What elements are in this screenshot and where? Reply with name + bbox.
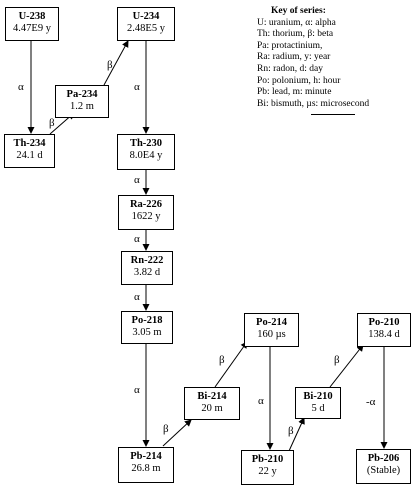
nuclide-pa234: Pa-234 1.2 m bbox=[55, 85, 109, 118]
nuclide-po210: Po-210 138.4 d bbox=[357, 313, 411, 347]
nuclide-symbol: Po-214 bbox=[256, 317, 287, 328]
nuclide-u238: U-238 4.47E9 y bbox=[5, 7, 59, 41]
nuclide-th230: Th-230 8.0E4 y bbox=[117, 134, 175, 170]
key-entry: Ra: radium, y: year bbox=[257, 52, 331, 63]
arrow-pb214-bi214 bbox=[162, 419, 192, 447]
nuclide-bi214: Bi-214 20 m bbox=[184, 387, 240, 420]
alpha-label: α bbox=[134, 291, 140, 303]
half-life: 22 y bbox=[258, 466, 277, 477]
nuclide-symbol: Rn-222 bbox=[130, 255, 164, 266]
key-entry: Th: thorium, β: beta bbox=[257, 29, 334, 40]
half-life: 138.4 d bbox=[368, 329, 400, 340]
key-entry: Pb: lead, m: minute bbox=[257, 87, 332, 98]
half-life: 3.82 d bbox=[133, 267, 161, 278]
key-divider bbox=[311, 114, 355, 116]
beta-label: β bbox=[288, 425, 294, 437]
arrow-pa234-u234 bbox=[103, 40, 129, 86]
alpha-label: α bbox=[18, 81, 24, 93]
nuclide-po214: Po-214 160 µs bbox=[244, 313, 299, 347]
nuclide-pb206: Pb-206 (Stable) bbox=[356, 449, 411, 484]
alpha-label: α bbox=[134, 233, 140, 245]
nuclide-ra226: Ra-226 1622 y bbox=[118, 195, 174, 230]
half-life: 5 d bbox=[311, 403, 325, 414]
key-entry: Po: polonium, h: hour bbox=[257, 75, 341, 86]
half-life: 8.0E4 y bbox=[129, 150, 163, 161]
half-life: 24.1 d bbox=[16, 150, 43, 161]
arrow-bi214-po214 bbox=[214, 341, 248, 388]
beta-label: β bbox=[219, 354, 225, 366]
nuclide-symbol: Pb-206 bbox=[367, 453, 400, 464]
nuclide-pb210: Pb-210 22 y bbox=[241, 450, 294, 485]
nuclide-symbol: Po-218 bbox=[131, 315, 163, 326]
key-entry: Pa: protactinium, bbox=[257, 40, 323, 51]
key-title: Key of series: bbox=[271, 6, 326, 16]
nuclide-u234: U-234 2.48E5 y bbox=[117, 7, 175, 41]
half-life: 160 µs bbox=[257, 329, 286, 340]
beta-label: β bbox=[49, 117, 55, 129]
nuclide-pb214: Pb-214 26.8 m bbox=[118, 447, 174, 483]
nuclide-rn222: Rn-222 3.82 d bbox=[121, 251, 173, 285]
nuclide-th234: Th-234 24.1 d bbox=[4, 134, 55, 168]
alpha-label: α bbox=[258, 395, 264, 407]
alpha-label: α bbox=[134, 174, 140, 186]
alpha-label: -α bbox=[366, 396, 376, 408]
beta-label: β bbox=[107, 59, 113, 71]
nuclide-symbol: Pb-210 bbox=[251, 454, 284, 465]
nuclide-symbol: Th-230 bbox=[129, 138, 163, 149]
nuclide-symbol: Pb-214 bbox=[130, 451, 162, 462]
nuclide-symbol: Po-210 bbox=[368, 317, 400, 328]
half-life: 2.48E5 y bbox=[127, 23, 165, 34]
key-entry: Bi: bismuth, µs: microsecond bbox=[257, 98, 370, 109]
key-entry: Rn: radon, d: day bbox=[257, 63, 323, 74]
nuclide-symbol: Bi-214 bbox=[197, 391, 227, 402]
half-life: 4.47E9 y bbox=[13, 23, 51, 34]
beta-label: β bbox=[163, 423, 169, 435]
half-life: (Stable) bbox=[366, 465, 401, 476]
nuclide-symbol: U-238 bbox=[18, 11, 46, 22]
alpha-label: α bbox=[134, 384, 140, 396]
half-life: 20 m bbox=[201, 403, 223, 414]
nuclide-po218: Po-218 3.05 m bbox=[121, 311, 173, 344]
nuclide-bi210: Bi-210 5 d bbox=[295, 387, 341, 419]
key-legend: Key of series: U: uranium, α: alpha Th: … bbox=[257, 6, 411, 116]
nuclide-symbol: Ra-226 bbox=[129, 199, 163, 210]
nuclide-symbol: U-234 bbox=[132, 11, 160, 22]
nuclide-symbol: Th-234 bbox=[13, 138, 46, 149]
half-life: 3.05 m bbox=[132, 327, 162, 338]
arrow-bi210-po210 bbox=[329, 344, 364, 388]
half-life: 26.8 m bbox=[131, 463, 161, 474]
nuclide-symbol: Pa-234 bbox=[66, 89, 98, 100]
alpha-label: α bbox=[134, 81, 140, 93]
half-life: 1622 y bbox=[131, 211, 161, 222]
half-life: 1.2 m bbox=[70, 101, 94, 112]
arrow-pb210-bi210 bbox=[288, 417, 305, 452]
nuclide-symbol: Bi-210 bbox=[303, 391, 333, 402]
key-entry: U: uranium, α: alpha bbox=[257, 17, 336, 28]
beta-label: β bbox=[334, 354, 340, 366]
